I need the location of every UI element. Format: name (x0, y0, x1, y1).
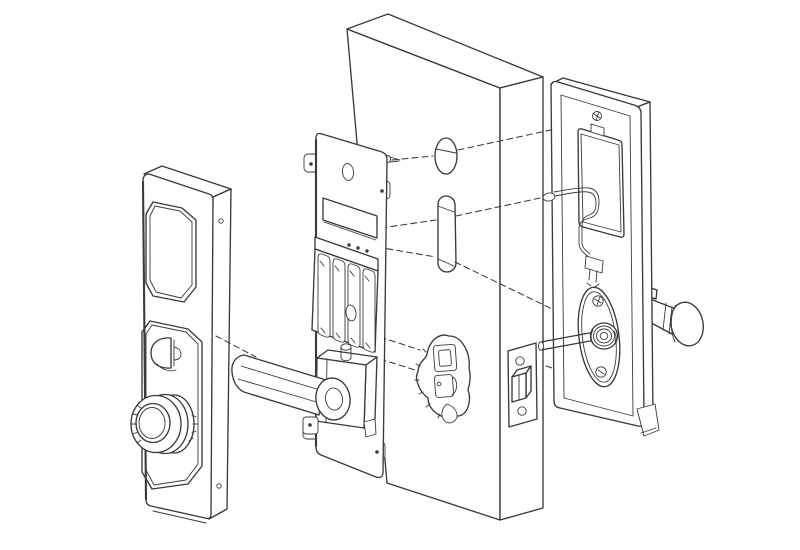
interior-plate (542, 77, 660, 437)
door-slot (437, 205, 455, 267)
lever-boss (315, 377, 351, 421)
exterior-escutcheon (130, 165, 232, 524)
keypad-recess (145, 201, 197, 303)
latch-faceplate (507, 342, 538, 428)
cover-screw (592, 111, 602, 121)
spindle-hub (589, 322, 619, 350)
thumbturn (150, 337, 182, 372)
battery-holder (311, 236, 379, 353)
wire-harness (542, 187, 604, 288)
connector (584, 255, 604, 288)
cross-bore (414, 348, 441, 419)
lower-recess (141, 320, 203, 490)
alignment-line-exterior (215, 335, 257, 358)
door-top-hole (435, 148, 457, 154)
battery-cover (577, 123, 625, 238)
exterior-lever (231, 354, 351, 421)
latch-body (432, 344, 458, 398)
key-cylinder (130, 393, 198, 455)
latch-bolt (511, 365, 532, 403)
